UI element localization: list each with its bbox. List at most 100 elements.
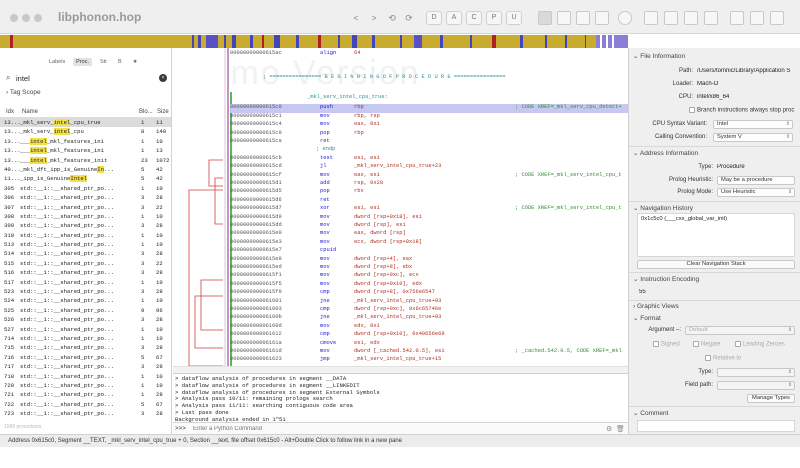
- layout-left-icon[interactable]: [644, 11, 658, 25]
- instruction-operands[interactable]: rbp: [354, 129, 364, 136]
- inspector-toggle-icon[interactable]: [704, 11, 718, 25]
- column-idx[interactable]: Idx: [6, 109, 15, 115]
- instruction-operands[interactable]: rbp: [354, 104, 364, 111]
- debugger-icon[interactable]: [618, 11, 632, 25]
- settings-gear-icon[interactable]: ⚙: [606, 426, 613, 433]
- tag-scope-toggle[interactable]: › Tag Scope: [6, 89, 41, 96]
- instruction-operands[interactable]: dword [rsp+8], 0x756e6547: [354, 289, 435, 296]
- instruction-operands[interactable]: _mkl_serv_intel_cpu_true+93: [354, 297, 442, 304]
- hex-view-icon[interactable]: [595, 11, 609, 25]
- instruction-operands[interactable]: dword [_cached.542.0.5], esi: [354, 348, 445, 354]
- right-pane-toggle-icon[interactable]: [770, 11, 784, 25]
- instruction-operands[interactable]: rsp, 0x20: [354, 180, 384, 186]
- procedure-banner[interactable]: ; ================ B E G I N N I N G O F…: [263, 74, 506, 81]
- layout-split-icon[interactable]: [664, 11, 678, 25]
- tab-bookmarks[interactable]: B: [117, 59, 122, 65]
- manage-types-button[interactable]: Manage Types: [747, 394, 795, 403]
- forward-arrow-icon[interactable]: >: [371, 13, 377, 23]
- horizontal-scrollbar[interactable]: [173, 366, 628, 373]
- minimize-window-button[interactable]: [22, 14, 30, 22]
- nav-history-header[interactable]: ⌄ Navigation History: [633, 205, 694, 212]
- instruction-operands[interactable]: esi, edx: [354, 339, 380, 346]
- toolbar-mode-d-button[interactable]: D: [426, 11, 442, 25]
- instruction-operands[interactable]: edx, 0x1: [354, 322, 380, 329]
- instruction-operands[interactable]: dword [rsp+0x10], 0x49656e69: [354, 331, 445, 338]
- cfg-view-icon[interactable]: [557, 11, 571, 25]
- endp-marker[interactable]: ; endp: [316, 146, 336, 153]
- format-header[interactable]: ⌄ Format: [633, 315, 661, 322]
- toolbar-mode-c-button[interactable]: C: [466, 11, 482, 25]
- trash-icon[interactable]: 🗑: [616, 426, 625, 433]
- column-size[interactable]: Size: [157, 109, 169, 115]
- bottom-pane-toggle-icon[interactable]: [750, 11, 764, 25]
- instruction-operands[interactable]: eax, dword [rsp]: [354, 230, 406, 237]
- instruction-operands[interactable]: _mkl_serv_intel_cpu_true+15: [354, 356, 442, 363]
- nav-history-item[interactable]: 0x1c5c0 (___cxx_global_var_init): [641, 216, 728, 222]
- instruction-operands[interactable]: esi, esi: [354, 205, 380, 212]
- toolbar-mode-a-button[interactable]: A: [446, 11, 462, 25]
- column-blocks[interactable]: Blo...: [139, 109, 153, 115]
- refresh-icon[interactable]: ⟳: [405, 13, 413, 23]
- instruction-operands[interactable]: eax, esi: [354, 171, 380, 178]
- zoom-window-button[interactable]: [34, 14, 42, 22]
- instruction-operands[interactable]: ecx, dword [rsp+0x18]: [354, 238, 422, 245]
- argument-popup[interactable]: Default⇕: [685, 326, 795, 335]
- tab-strings[interactable]: Str: [99, 59, 107, 65]
- instruction-operands[interactable]: dword [rsp], esi: [354, 222, 406, 228]
- back-arrow-icon[interactable]: <: [353, 13, 359, 23]
- address-info-header[interactable]: ⌄ Address Information: [633, 150, 699, 157]
- field-path-popup[interactable]: ⇕: [717, 381, 795, 390]
- instruction-operands[interactable]: 64: [354, 50, 361, 56]
- close-window-button[interactable]: [10, 14, 18, 22]
- instruction-operands[interactable]: rbp, rsp: [354, 112, 380, 119]
- instruction-operands[interactable]: dword [rsp+8], ebx: [354, 264, 413, 270]
- tab-favorites[interactable]: ★: [132, 59, 138, 65]
- procedure-label[interactable]: _mkl_serv_intel_cpu_true:: [307, 94, 388, 101]
- format-type-popup[interactable]: ⇕: [717, 368, 795, 377]
- comment-field[interactable]: [637, 420, 795, 432]
- calling-popup[interactable]: System V⇕: [713, 133, 793, 142]
- clear-search-icon[interactable]: ×: [159, 74, 167, 82]
- column-name[interactable]: Name: [22, 109, 39, 115]
- mode-popup[interactable]: Use Heuristic⇕: [717, 188, 795, 197]
- heuristic-popup[interactable]: May be a procedure: [717, 176, 795, 185]
